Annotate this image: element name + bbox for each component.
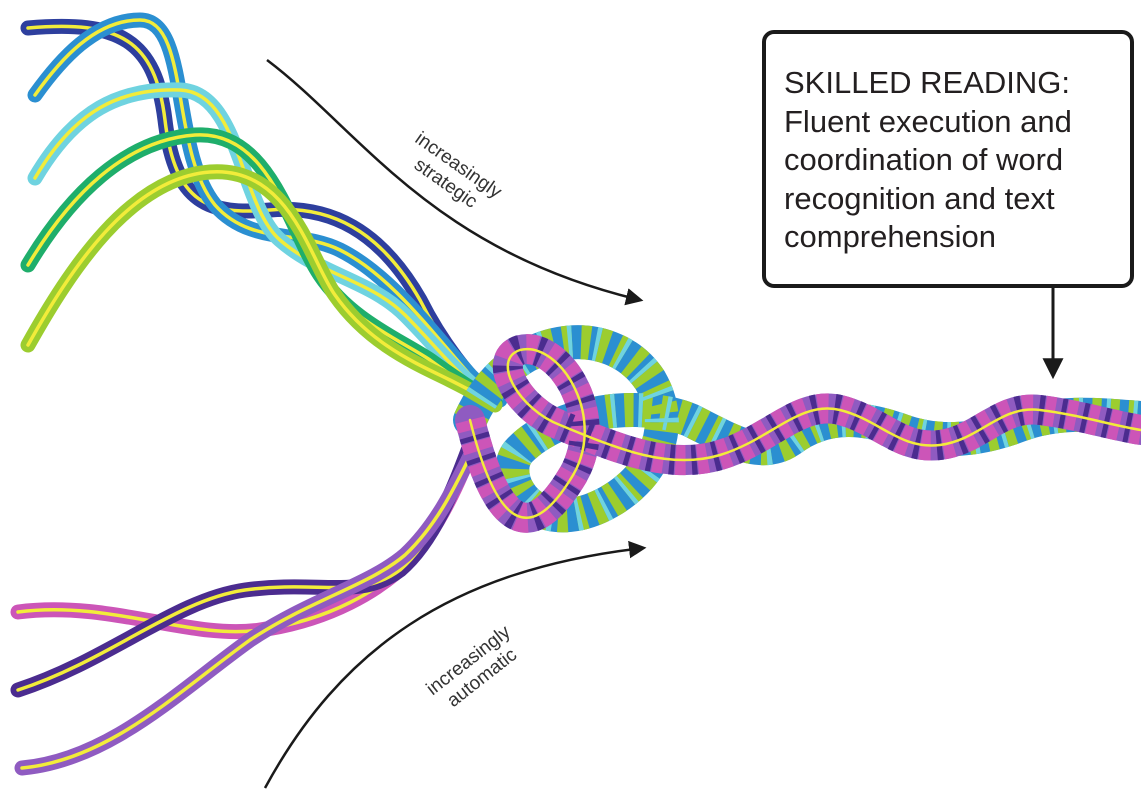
- lower-strands: [18, 440, 478, 768]
- lower-strand-1: [18, 440, 475, 632]
- braided-rope: [470, 342, 1141, 518]
- callout-line-2: Fluent execution and: [784, 103, 1130, 142]
- skilled-reading-callout: SKILLED READING: Fluent execution and co…: [762, 30, 1134, 288]
- callout-line-5: comprehension: [784, 218, 1130, 257]
- upper-strands: [28, 20, 500, 405]
- lower-strand-3: [22, 440, 478, 768]
- callout-line-3: coordination of word: [784, 141, 1130, 180]
- callout-line-1: SKILLED READING:: [784, 64, 1130, 103]
- callout-line-4: recognition and text: [784, 180, 1130, 219]
